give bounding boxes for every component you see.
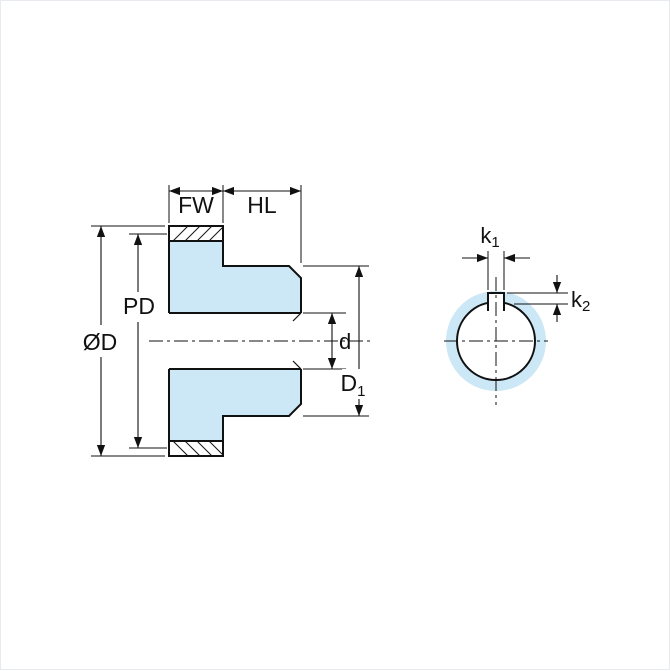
dimension-fw: FW: [168, 185, 224, 223]
k1-label: k1: [480, 223, 499, 251]
d1-label: D1: [341, 370, 366, 400]
dimension-od: ØD: [78, 225, 165, 457]
tooth-hatch-bottom: [172, 440, 224, 457]
front-view: k1 k2: [444, 223, 590, 405]
dimension-k1: k1: [462, 223, 530, 290]
tooth-hatch-top: [172, 225, 224, 242]
hl-label: HL: [247, 192, 277, 218]
dimension-k2: k2: [507, 275, 590, 322]
bore-chamfer-top: [292, 312, 302, 322]
gear-section-upper: [169, 241, 301, 313]
dimension-pd: PD: [119, 233, 167, 449]
tooth-strip-top: [169, 226, 223, 241]
dimension-d: d: [303, 312, 351, 370]
k2-label: k2: [571, 287, 590, 315]
od-label: ØD: [83, 329, 118, 355]
d-label: d: [339, 329, 351, 354]
bore-chamfer-bottom: [292, 360, 302, 370]
gear-outline: [168, 225, 302, 457]
tooth-strip-bottom: [169, 441, 223, 456]
gear-section-lower: [169, 369, 301, 441]
side-view: FW HL ØD PD d: [78, 185, 378, 457]
fw-label: FW: [178, 192, 214, 218]
pd-label: PD: [123, 293, 155, 319]
dimension-d1: D1: [303, 265, 378, 417]
dimension-hl: HL: [223, 185, 302, 263]
